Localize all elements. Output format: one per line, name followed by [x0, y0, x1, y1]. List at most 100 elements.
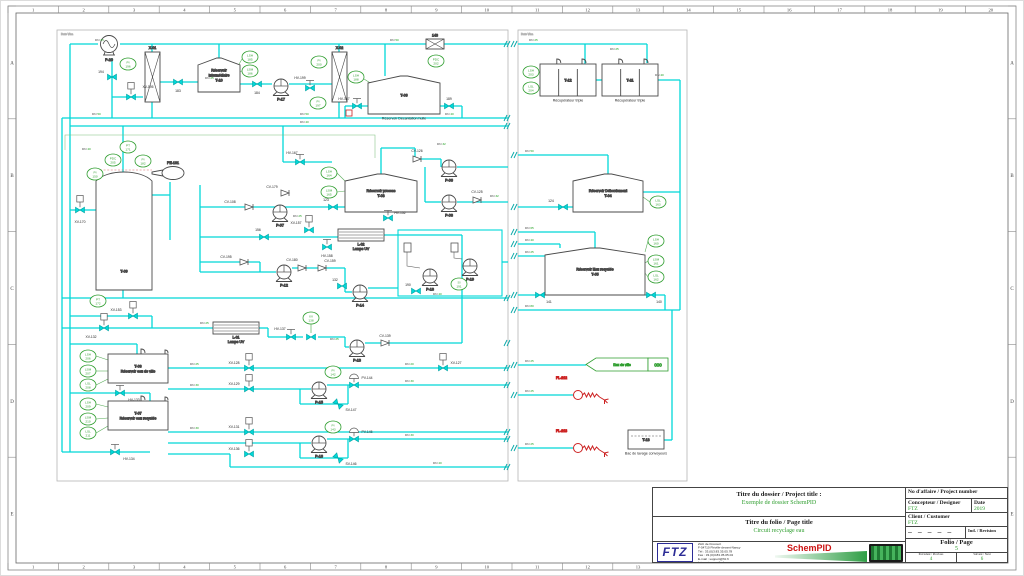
- pump-P-19: P-19: [461, 258, 479, 282]
- valve-XV-136: XV-136: [228, 439, 254, 458]
- dn-label: DN 40: [655, 73, 664, 77]
- valve-XV-132: XV-132: [85, 313, 109, 339]
- column-label: X-02: [336, 46, 344, 50]
- flag-text: Eau de ville: [613, 363, 631, 367]
- break-tick: [510, 444, 515, 452]
- valve-actuator: [245, 439, 253, 447]
- instrument-bubble: [119, 57, 137, 71]
- valve-body: [126, 93, 136, 101]
- grid-row-label: E: [1010, 513, 1013, 518]
- tank-label: Réservoir process: [367, 189, 396, 193]
- inst-tag: LSH: [528, 68, 534, 72]
- valve-body: [115, 389, 125, 397]
- vent-hook: [618, 58, 624, 64]
- uv-label: Lampe UV: [228, 340, 245, 344]
- valve-HV-133: HV-133: [115, 385, 140, 402]
- instrument-bubble: [522, 65, 540, 79]
- revision-dashes-cell: – – – – –: [906, 527, 966, 538]
- spray-station: FL-213: [556, 429, 609, 457]
- valve-label: 183: [175, 89, 181, 93]
- valve-194: 194: [98, 70, 117, 81]
- valve-actuator: [245, 374, 253, 382]
- inst-num: 207: [85, 372, 90, 376]
- break-tick: [513, 151, 518, 159]
- tank-label: T-10: [215, 78, 222, 82]
- valve-CV-125: CV-125: [471, 190, 483, 204]
- break-tick: [506, 428, 511, 436]
- valve-141: 141: [535, 291, 552, 304]
- break-tick: [510, 252, 515, 260]
- pump-label: P-06: [445, 179, 453, 183]
- instrument-bubble: [647, 254, 665, 268]
- pump-label: P-13: [353, 359, 361, 363]
- designer-cell: Concepteur / Designer FTZ: [906, 499, 972, 512]
- grid-col-label: 9: [435, 7, 438, 12]
- tank-body: [367, 75, 441, 115]
- break-tick: [510, 151, 515, 159]
- valve-body: [128, 312, 138, 320]
- valve-label: CV-180: [286, 258, 297, 262]
- next-value: 6: [980, 557, 984, 562]
- valve-label: XV-128: [228, 361, 239, 365]
- dn-label: DN 32: [437, 142, 446, 146]
- dn-label: DN 25: [330, 337, 339, 341]
- inst-tag: LSL: [528, 84, 534, 88]
- inst-num: 185: [247, 58, 252, 62]
- grid-col-label: 7: [334, 565, 337, 570]
- tank-label: T-09: [120, 269, 127, 273]
- title-block: Titre du dossier / Project title : Exemp…: [652, 487, 1008, 563]
- signal-line: [642, 196, 651, 203]
- grid-col-label: 11: [535, 7, 540, 12]
- hose-reel-icon: [573, 443, 583, 453]
- dn-label: DN 50: [92, 112, 101, 116]
- valve-CV-139: CV-139: [379, 334, 391, 347]
- hose-icon: [582, 391, 600, 399]
- inst-tag: LSL: [655, 198, 661, 202]
- pipe-breaks: [503, 40, 518, 471]
- tank-T-06: T-06: [367, 75, 441, 115]
- pump-P-08: P-08: [440, 194, 458, 218]
- inst-num: 138: [308, 319, 313, 323]
- valve-XV-128: XV-128: [228, 353, 254, 372]
- grid-col-label: 15: [737, 7, 742, 12]
- valve-body: [332, 452, 344, 464]
- valve-label: CV-126: [411, 149, 422, 153]
- tank-sublabel: Réservoir Décantation huile: [382, 117, 426, 121]
- inst-tag: XV: [309, 314, 314, 318]
- valve-label: 123: [323, 198, 329, 202]
- next-cell: Suivant / Next 6: [956, 553, 1007, 562]
- folio-label: Folio / Page: [940, 539, 973, 546]
- blower-cone: [151, 169, 164, 177]
- signal-line: [336, 172, 346, 182]
- inst-tag: PI: [332, 423, 335, 427]
- valve-XV-131: XV-131: [228, 417, 254, 436]
- tank-label: Réservoir Débordement: [589, 189, 627, 193]
- grid-col-label: 3: [133, 565, 136, 570]
- inst-num: 142: [330, 373, 335, 377]
- inst-tag: PI: [127, 60, 130, 64]
- dn-label: DN 25: [525, 389, 534, 393]
- valve-actuator: [129, 301, 137, 309]
- pump-internal: [102, 40, 116, 48]
- client-cell: Client / Customer FTZ: [906, 513, 1007, 527]
- spray-label: FL-212: [556, 376, 567, 380]
- valve-label: HV-199: [294, 76, 305, 80]
- valve-XV-170: XV-170: [74, 195, 86, 224]
- valve-label: 141: [546, 300, 552, 304]
- valve-label: XV-132: [85, 335, 96, 339]
- break-tick: [513, 361, 518, 369]
- break-tick: [503, 40, 508, 48]
- break-tick: [513, 252, 518, 260]
- valve-HV-152: HV-152: [383, 210, 406, 222]
- grid-col-label: 8: [385, 7, 388, 12]
- column-internal: [144, 51, 161, 103]
- instrument-bubble: [647, 270, 665, 284]
- project-number-label: No d'affaire / Project number: [908, 489, 978, 495]
- break-tick: [510, 203, 515, 211]
